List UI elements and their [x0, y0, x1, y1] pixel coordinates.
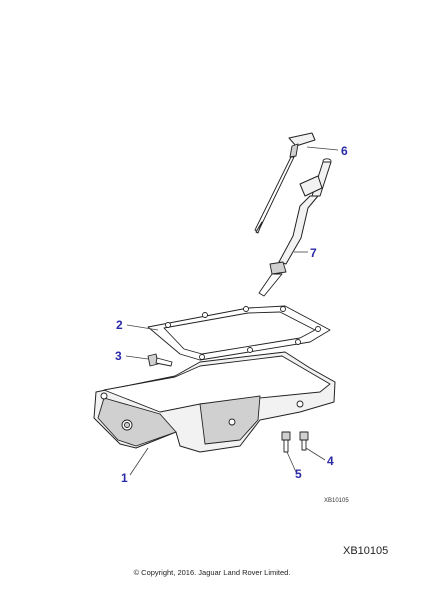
callout-6: 6 [341, 144, 348, 158]
callout-4: 4 [327, 454, 334, 468]
oil-pan-part[interactable] [93, 351, 336, 453]
leader-line-4 [305, 447, 326, 461]
oil-pan-bolt-part[interactable] [147, 353, 173, 367]
drain-bolt-part[interactable] [281, 431, 291, 453]
dipstick-tube-part[interactable] [258, 158, 332, 297]
leader-line-3 [125, 355, 149, 360]
pan-bolt-short-part[interactable] [299, 431, 309, 451]
leader-line-6 [306, 146, 339, 151]
callout-1: 1 [121, 471, 128, 485]
oil-pan-gasket-part[interactable] [147, 305, 331, 361]
callout-2: 2 [116, 318, 123, 332]
dipstick-part[interactable] [254, 132, 316, 234]
callout-5: 5 [295, 467, 302, 481]
copyright-notice: © Copyright, 2016. Jaguar Land Rover Lim… [133, 568, 291, 577]
leader-line-2 [126, 324, 159, 331]
callout-7: 7 [310, 246, 317, 260]
reference-code: XB10105 [343, 545, 389, 557]
callout-3: 3 [115, 349, 122, 363]
diagram-code-small: XB10105 [324, 498, 349, 504]
leader-line-5 [286, 451, 297, 473]
leader-line-1 [129, 447, 149, 476]
